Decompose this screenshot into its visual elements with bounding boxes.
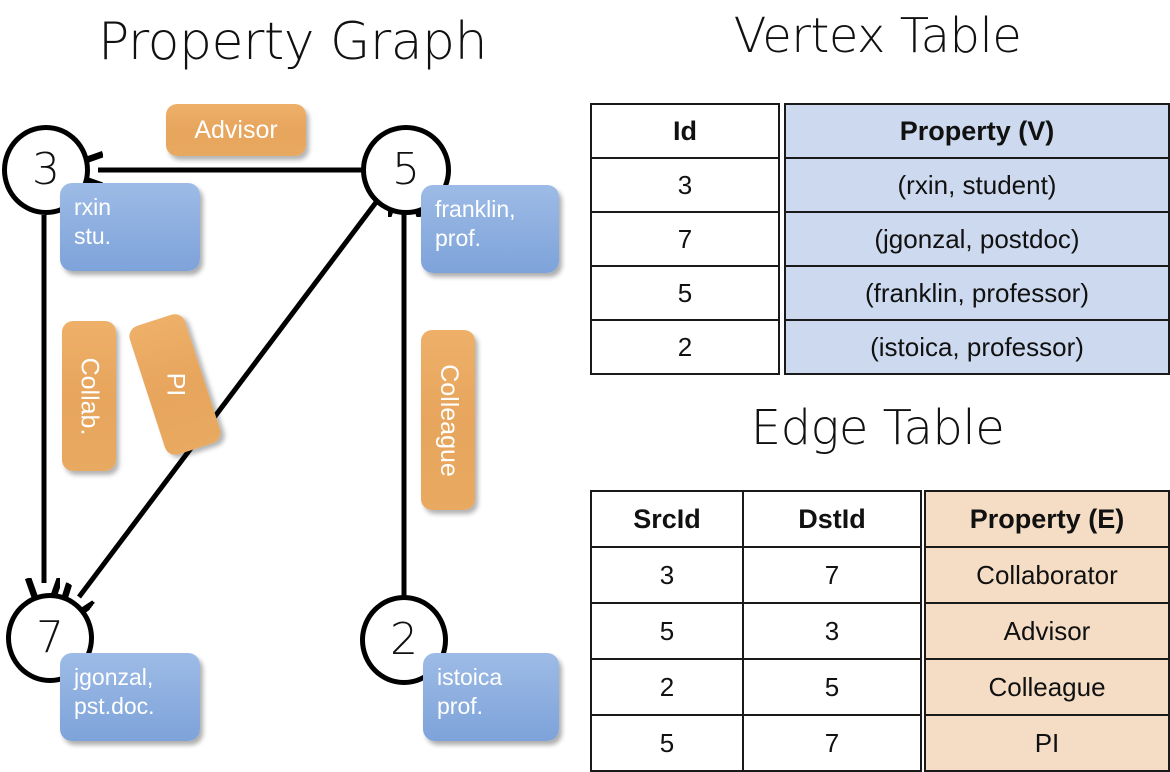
property-graph-diagram: 3 5 7 2 rxin stu. franklin, prof. jgonza…: [0, 85, 585, 760]
table-row: Collaborator: [924, 546, 1170, 604]
edge-table-header-property: Property (E): [924, 490, 1170, 548]
edge-table-property-column: Property (E) Collaborator Advisor Collea…: [924, 490, 1170, 772]
vertex-property-cell: (franklin, professor): [784, 265, 1170, 321]
edge-dst-cell: 3: [742, 602, 922, 660]
vertex-table-header-id: Id: [590, 103, 780, 159]
table-row: PI: [924, 714, 1170, 772]
edge-property-cell: Advisor: [924, 602, 1170, 660]
graph-edge-lines: [0, 85, 585, 760]
node-property-box-2: istoica prof.: [423, 653, 559, 741]
node-property-2-line1: istoica: [437, 664, 503, 690]
table-header-row: SrcId DstId: [590, 490, 922, 548]
edge-label-colleague: Colleague: [421, 330, 475, 510]
table-row: (jgonzal, postdoc): [784, 211, 1170, 267]
edge-label-pi-text: PI: [161, 372, 190, 397]
page-title-vertex-table: Vertex Table: [733, 8, 1022, 64]
node-property-5-line1: franklin,: [435, 196, 516, 222]
table-header-row: Property (E): [924, 490, 1170, 548]
edge-property-cell: Collaborator: [924, 546, 1170, 604]
vertex-table-property-column: Property (V) (rxin, student) (jgonzal, p…: [784, 103, 1170, 375]
table-row: (istoica, professor): [784, 319, 1170, 375]
vertex-id-cell: 2: [590, 319, 780, 375]
table-row: 3: [590, 157, 780, 213]
vertex-table-header-property: Property (V): [784, 103, 1170, 159]
edge-src-cell: 2: [590, 658, 744, 716]
graph-node-5[interactable]: 5: [361, 125, 451, 215]
table-row: 5 7: [590, 714, 922, 772]
page-title-edge-table: Edge Table: [750, 400, 1005, 456]
edge-label-collab-text: Collab.: [75, 357, 104, 435]
node-property-5-line2: prof.: [435, 225, 482, 252]
vertex-table-id-column: Id 3 7 5 2: [590, 103, 780, 375]
edge-label-collab: Collab.: [62, 321, 116, 471]
edge-src-cell: 5: [590, 714, 744, 772]
edge-label-advisor-text: Advisor: [194, 115, 278, 144]
graph-node-5-label: 5: [392, 144, 420, 195]
edge-label-colleague-text: Colleague: [434, 363, 463, 477]
edge-table-header-dstid: DstId: [742, 490, 922, 548]
vertex-id-cell: 5: [590, 265, 780, 321]
node-property-3-line2: stu.: [74, 223, 112, 250]
node-property-box-7: jgonzal, pst.doc.: [60, 653, 200, 741]
table-header-row: Property (V): [784, 103, 1170, 159]
edge-property-cell: PI: [924, 714, 1170, 772]
graph-node-2-label: 2: [390, 614, 418, 665]
vertex-property-cell: (istoica, professor): [784, 319, 1170, 375]
table-row: 5: [590, 265, 780, 321]
vertex-id-cell: 3: [590, 157, 780, 213]
node-property-box-5: franklin, prof.: [421, 185, 559, 273]
table-row: (rxin, student): [784, 157, 1170, 213]
table-row: 5 3: [590, 602, 922, 660]
edge-src-cell: 5: [590, 602, 744, 660]
node-property-box-3: rxin stu.: [60, 183, 200, 271]
node-property-7-line1: jgonzal,: [74, 664, 154, 690]
edge-dst-cell: 7: [742, 546, 922, 604]
edge-property-cell: Colleague: [924, 658, 1170, 716]
vertex-property-cell: (rxin, student): [784, 157, 1170, 213]
graph-node-3-label: 3: [32, 144, 60, 195]
graph-node-7-label: 7: [36, 612, 64, 663]
edge-table-header-srcid: SrcId: [590, 490, 744, 548]
vertex-id-cell: 7: [590, 211, 780, 267]
edge-dst-cell: 7: [742, 714, 922, 772]
vertex-property-cell: (jgonzal, postdoc): [784, 211, 1170, 267]
table-row: 7: [590, 211, 780, 267]
table-row: 2: [590, 319, 780, 375]
node-property-3-line1: rxin: [74, 194, 112, 220]
node-property-2-line2: prof.: [437, 693, 484, 720]
table-row: 2 5: [590, 658, 922, 716]
node-property-7-line2: pst.doc.: [74, 693, 155, 720]
table-row: Colleague: [924, 658, 1170, 716]
graph-node-3[interactable]: 3: [2, 125, 90, 215]
edge-label-advisor: Advisor: [166, 104, 306, 156]
table-header-row: Id: [590, 103, 780, 159]
edge-table-id-columns: SrcId DstId 3 7 5 3 2 5 5 7: [590, 490, 922, 772]
table-row: (franklin, professor): [784, 265, 1170, 321]
edge-line-5-to-7: [79, 199, 379, 597]
edge-src-cell: 3: [590, 546, 744, 604]
table-row: 3 7: [590, 546, 922, 604]
page-title-property-graph: Property Graph: [97, 12, 488, 72]
edge-dst-cell: 5: [742, 658, 922, 716]
table-row: Advisor: [924, 602, 1170, 660]
